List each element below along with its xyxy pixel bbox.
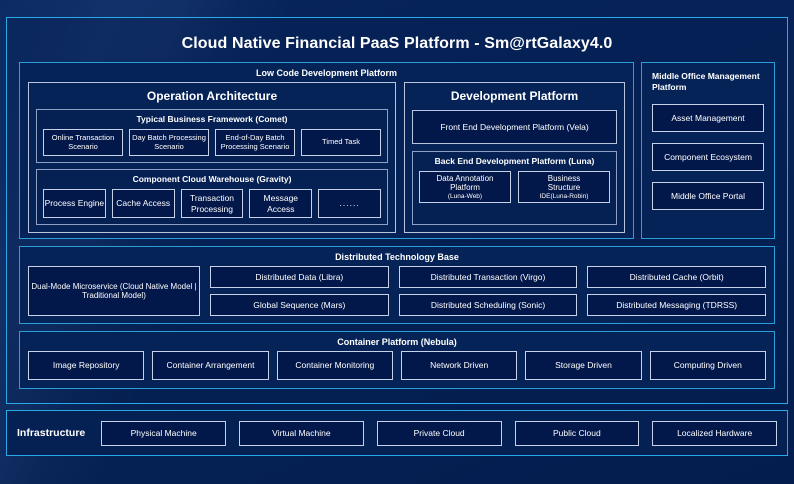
item-private-cloud[interactable]: Private Cloud: [376, 420, 502, 446]
platform-frame: Cloud Native Financial PaaS Platform - S…: [6, 17, 788, 404]
item-day-batch-processing-scenario[interactable]: Day Batch Processing Scenario: [129, 129, 209, 156]
item-process-engine[interactable]: Process Engine: [43, 189, 106, 218]
group-component-cloud-warehouse: Component Cloud Warehouse (Gravity) Proc…: [36, 169, 388, 225]
item-front-end-development-platform[interactable]: Front End Development Platform (Vela): [412, 110, 617, 144]
item-cache-access[interactable]: Cache Access: [111, 189, 175, 218]
top-row: Low Code Development Platform Operation …: [19, 62, 775, 239]
item-online-transaction-scenario[interactable]: Online Transaction Scenario: [43, 129, 123, 156]
business-structure-line-2: Structure: [547, 183, 581, 193]
item-middle-office-portal[interactable]: Middle Office Portal: [652, 181, 764, 210]
group-typical-business-framework: Typical Business Framework (Comet) Onlin…: [36, 109, 388, 163]
item-distributed-data[interactable]: Distributed Data (Libra): [210, 266, 389, 288]
distributed-technology-columns: Distributed Data (Libra) Global Sequence…: [210, 266, 767, 316]
item-dual-mode-microservice[interactable]: Dual-Mode Microservice (Cloud Native Mod…: [28, 266, 200, 316]
item-distributed-cache[interactable]: Distributed Cache (Orbit): [587, 266, 767, 288]
business-structure-line-3: IDE(Luna-Robin): [539, 192, 589, 200]
item-physical-machine[interactable]: Physical Machine: [101, 420, 227, 446]
infrastructure-items: Physical Machine Virtual Machine Private…: [101, 420, 778, 446]
distributed-technology-column-3: Distributed Cache (Orbit) Distributed Me…: [587, 266, 767, 316]
panel-development-platform: Development Platform Front End Developme…: [404, 82, 625, 233]
container-platform-title: Container Platform (Nebula): [337, 337, 457, 347]
item-transaction-processing[interactable]: Transaction Processing: [180, 189, 244, 218]
item-container-monitoring[interactable]: Container Monitoring: [276, 351, 393, 380]
item-storage-driven[interactable]: Storage Driven: [525, 351, 642, 380]
typical-business-framework-title: Typical Business Framework (Comet): [136, 114, 288, 124]
panel-infrastructure: Infrastructure Physical Machine Virtual …: [6, 410, 788, 456]
item-network-driven[interactable]: Network Driven: [400, 351, 518, 380]
data-annotation-line-1: Data Annotation: [436, 173, 494, 183]
item-more-ellipsis[interactable]: ......: [318, 189, 381, 218]
item-localized-hardware[interactable]: Localized Hardware: [652, 420, 778, 446]
item-message-access[interactable]: Message Access: [249, 189, 313, 218]
panel-middle-office-management-platform: Middle Office Management Platform Asset …: [641, 62, 775, 239]
item-distributed-scheduling[interactable]: Distributed Scheduling (Sonic): [398, 294, 578, 316]
back-end-items: Data Annotation Platform (Luna-Web) Busi…: [419, 171, 610, 203]
data-annotation-line-2: Platform: [450, 183, 480, 193]
low-code-body: Operation Architecture Typical Business …: [20, 82, 633, 241]
item-global-sequence[interactable]: Global Sequence (Mars): [210, 294, 389, 316]
operation-architecture-title: Operation Architecture: [146, 89, 278, 103]
component-cloud-warehouse-title: Component Cloud Warehouse (Gravity): [132, 174, 292, 184]
item-end-of-day-batch-processing-scenario[interactable]: End-of-Day Batch Processing Scenario: [215, 129, 295, 156]
panel-operation-architecture: Operation Architecture Typical Business …: [28, 82, 396, 233]
item-component-ecosystem[interactable]: Component Ecosystem: [652, 142, 764, 171]
item-public-cloud[interactable]: Public Cloud: [514, 420, 640, 446]
item-business-structure-ide[interactable]: Business Structure IDE(Luna-Robin): [518, 171, 610, 203]
item-virtual-machine[interactable]: Virtual Machine: [239, 420, 364, 446]
distributed-technology-column-1: Distributed Data (Libra) Global Sequence…: [210, 266, 389, 316]
infrastructure-label: Infrastructure: [17, 427, 86, 439]
page-title: Cloud Native Financial PaaS Platform - S…: [181, 35, 613, 52]
data-annotation-line-3: (Luna-Web): [447, 192, 483, 200]
item-distributed-messaging[interactable]: Distributed Messaging (TDRSS): [587, 294, 767, 316]
panel-distributed-technology-base: Distributed Technology Base Dual-Mode Mi…: [19, 246, 775, 324]
item-timed-task[interactable]: Timed Task: [301, 129, 381, 156]
container-platform-items: Image Repository Container Arrangement C…: [28, 351, 766, 380]
distributed-technology-column-2: Distributed Transaction (Virgo) Distribu…: [398, 266, 578, 316]
item-data-annotation-platform[interactable]: Data Annotation Platform (Luna-Web): [419, 171, 511, 203]
low-code-title: Low Code Development Platform: [255, 68, 398, 78]
group-back-end-development-platform: Back End Development Platform (Luna) Dat…: [412, 151, 617, 225]
distributed-technology-base-body: Dual-Mode Microservice (Cloud Native Mod…: [28, 266, 767, 316]
business-structure-line-1: Business: [547, 173, 581, 183]
distributed-technology-base-title: Distributed Technology Base: [335, 252, 459, 262]
development-platform-title: Development Platform: [450, 89, 579, 103]
panel-container-platform: Container Platform (Nebula) Image Reposi…: [19, 331, 775, 389]
panel-low-code-development-platform: Low Code Development Platform Operation …: [19, 62, 634, 239]
middle-office-title: Middle Office Management Platform: [652, 71, 760, 93]
item-computing-driven[interactable]: Computing Driven: [649, 351, 766, 380]
item-asset-management[interactable]: Asset Management: [652, 103, 764, 132]
item-distributed-transaction[interactable]: Distributed Transaction (Virgo): [398, 266, 578, 288]
item-container-arrangement[interactable]: Container Arrangement: [152, 351, 269, 380]
item-image-repository[interactable]: Image Repository: [28, 351, 145, 380]
component-cloud-warehouse-items: Process Engine Cache Access Transaction …: [43, 189, 381, 218]
typical-business-framework-items: Online Transaction Scenario Day Batch Pr…: [43, 129, 381, 156]
back-end-development-platform-title: Back End Development Platform (Luna): [434, 156, 595, 166]
